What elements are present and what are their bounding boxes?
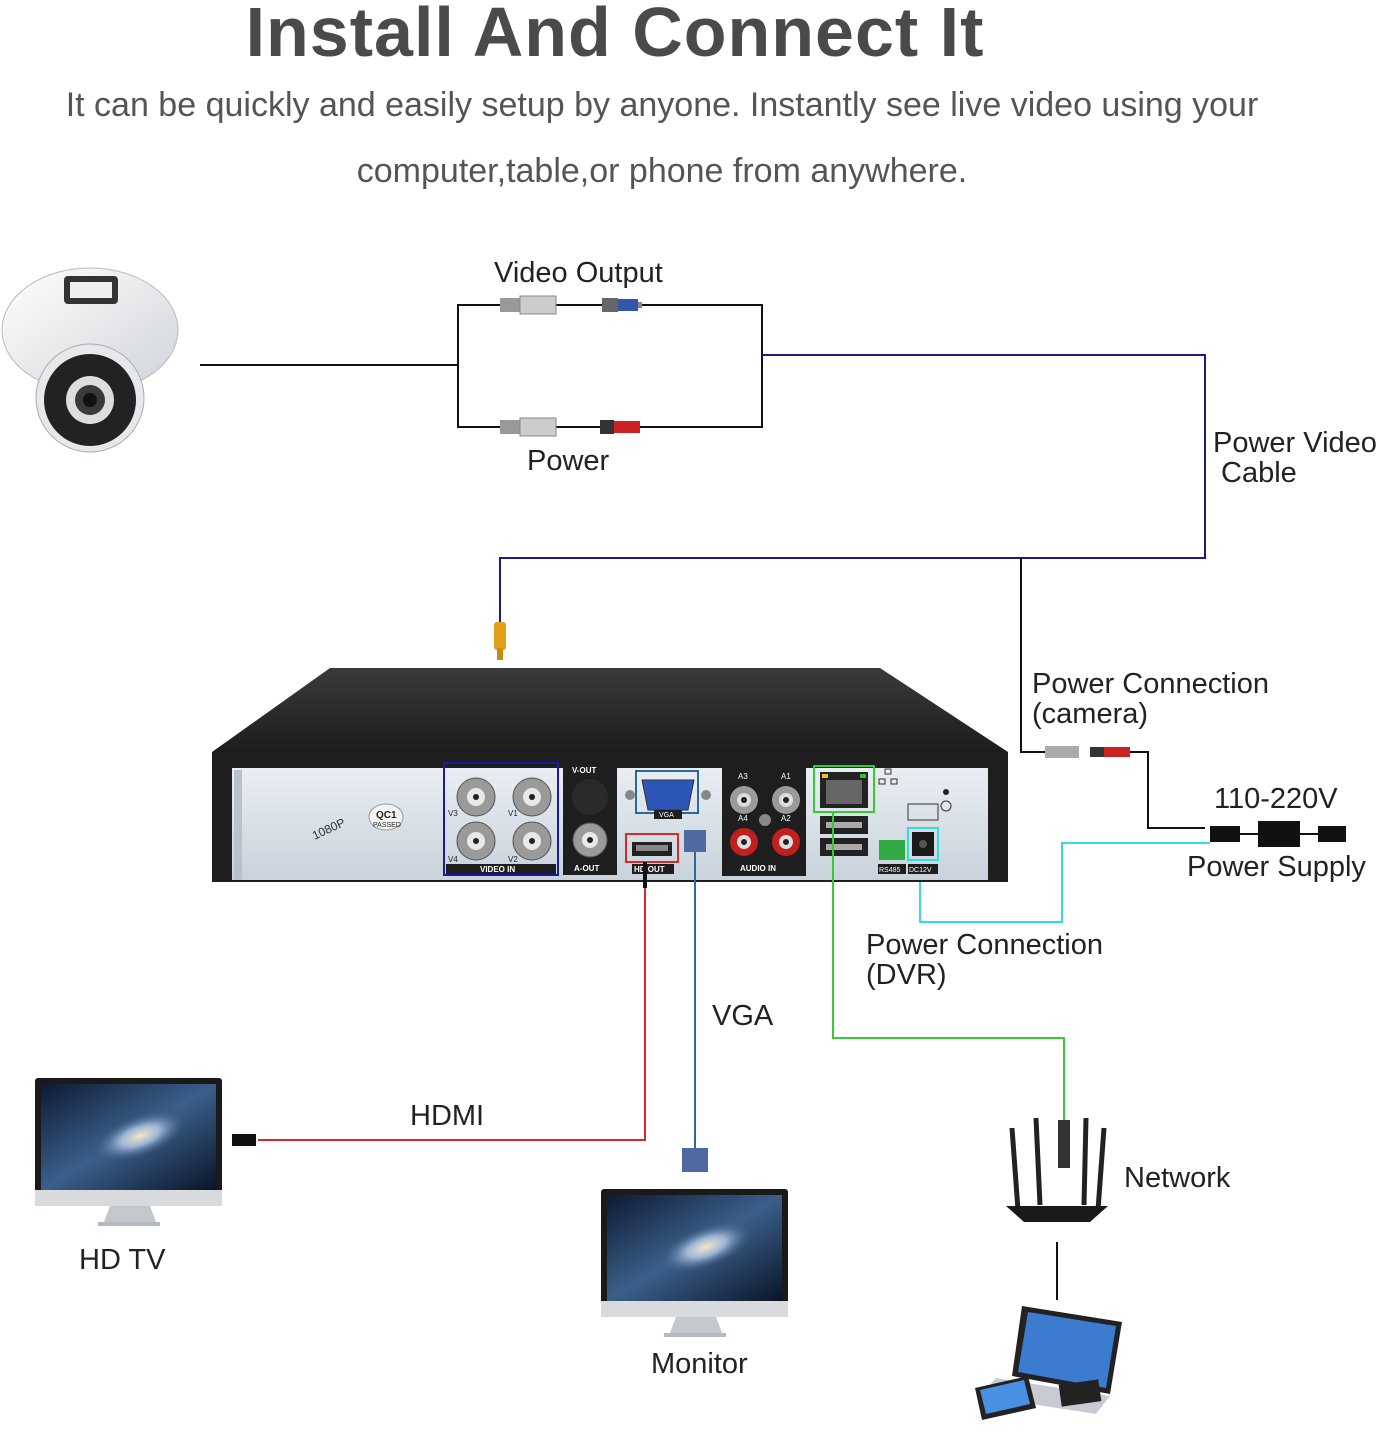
lan-port-icon xyxy=(820,772,868,808)
laptop-tablet-phone-icon xyxy=(975,1306,1122,1420)
hd-tv-icon xyxy=(35,1078,222,1226)
subtitle-line-1: It can be quickly and easily setup by an… xyxy=(65,86,1259,124)
rs485-plate xyxy=(878,864,906,874)
cable-split-box xyxy=(457,304,763,428)
label-monitor: Monitor xyxy=(651,1348,748,1380)
dc12v-plate xyxy=(908,864,938,874)
label-voltage: 110-220V xyxy=(1214,783,1338,815)
page-subtitle: It can be quickly and easily setup by an… xyxy=(2,72,1322,204)
vout-aout-ports-icon xyxy=(572,779,608,858)
label-video-output: Video Output xyxy=(494,257,663,289)
hdmi-highlight xyxy=(625,833,679,863)
v-out-label: V-OUT xyxy=(572,766,597,775)
dvr-power-cable xyxy=(919,842,1210,923)
port-label-v4: V4 xyxy=(448,855,458,864)
bnc-video-inputs-icon xyxy=(456,777,552,861)
router-icon xyxy=(1006,1117,1108,1222)
video-output-bnc-connector-icon xyxy=(602,298,642,312)
vga-plug-icon xyxy=(684,830,706,852)
power-video-cable xyxy=(499,354,1206,625)
label-hdmi: HDMI xyxy=(410,1100,485,1132)
vga-port-label: VGA xyxy=(659,812,674,819)
polarity-symbol-icon xyxy=(907,789,952,821)
label-vga: VGA xyxy=(712,1000,774,1032)
rs485-label: RS485 xyxy=(879,867,901,874)
camera-power-connector-icon xyxy=(1045,746,1130,758)
port-label-v2: V2 xyxy=(508,855,518,864)
label-power-connection-dvr-2: (DVR) xyxy=(866,959,947,991)
video-in-highlight xyxy=(443,762,559,876)
camera-power-line xyxy=(1020,558,1045,753)
video-in-label: VIDEO IN xyxy=(480,865,515,874)
camera-power-wire xyxy=(1130,751,1205,829)
rs485-terminal-icon xyxy=(879,840,905,860)
label-network: Network xyxy=(1124,1162,1231,1194)
label-power-connection-camera-2: (camera) xyxy=(1032,698,1149,730)
dc-power-highlight xyxy=(907,827,939,861)
lan-highlight xyxy=(813,765,875,813)
dome-camera-icon xyxy=(1,267,179,453)
network-symbol-icon xyxy=(878,768,898,785)
video-output-female-connector-icon xyxy=(500,295,557,315)
label-power-video-cable-2: Cable xyxy=(1221,457,1297,489)
hd-out-label: HD OUT xyxy=(634,865,665,874)
a-out-label: A-OUT xyxy=(574,864,599,873)
port-label-v3: V3 xyxy=(448,809,458,818)
label-power-connection-camera-1: Power Connection xyxy=(1032,668,1269,700)
bnc-plug-icon xyxy=(494,622,506,660)
network-cable xyxy=(832,812,1065,1128)
qc-badge-top: QC1 xyxy=(376,810,397,821)
page-title: Install And Connect It xyxy=(245,0,985,71)
label-power-supply: Power Supply xyxy=(1187,851,1366,883)
qc-sticker-icon xyxy=(368,803,404,831)
power-female-connector-icon xyxy=(500,417,557,437)
monitor-icon xyxy=(601,1189,788,1337)
hdmi-port-icon xyxy=(632,842,672,856)
audio-label-a4: A4 xyxy=(738,814,748,823)
label-hd-tv: HD TV xyxy=(79,1244,166,1276)
audio-label-a1: A1 xyxy=(781,772,791,781)
label-power-video-cable-1: Power Video xyxy=(1213,427,1377,459)
power-supply-icon xyxy=(1210,821,1346,847)
audio-in-label: AUDIO IN xyxy=(740,864,776,873)
audio-label-a2: A2 xyxy=(781,814,791,823)
hdmi-cable xyxy=(258,862,646,1141)
vga-end-plug-icon xyxy=(682,1148,708,1172)
vga-port-icon xyxy=(625,779,711,811)
qc-badge-bottom: PASSED xyxy=(373,822,401,829)
subtitle-line-2: computer,table,or phone from anywhere. xyxy=(356,152,968,190)
port-label-v1: V1 xyxy=(508,809,518,818)
dc12v-label: DC12V xyxy=(909,867,932,874)
vga-plate xyxy=(654,810,682,819)
audio-inputs-icon xyxy=(730,786,800,856)
hdmi-end-plug-icon xyxy=(232,1134,256,1146)
hdmi-plate xyxy=(632,864,674,874)
power-male-connector-icon xyxy=(600,420,640,434)
dc-power-port-icon xyxy=(912,832,934,856)
label-power-connection-dvr-1: Power Connection xyxy=(866,929,1103,961)
video-in-plate xyxy=(446,864,556,874)
label-power: Power xyxy=(527,445,610,477)
audio-label-a3: A3 xyxy=(738,772,748,781)
